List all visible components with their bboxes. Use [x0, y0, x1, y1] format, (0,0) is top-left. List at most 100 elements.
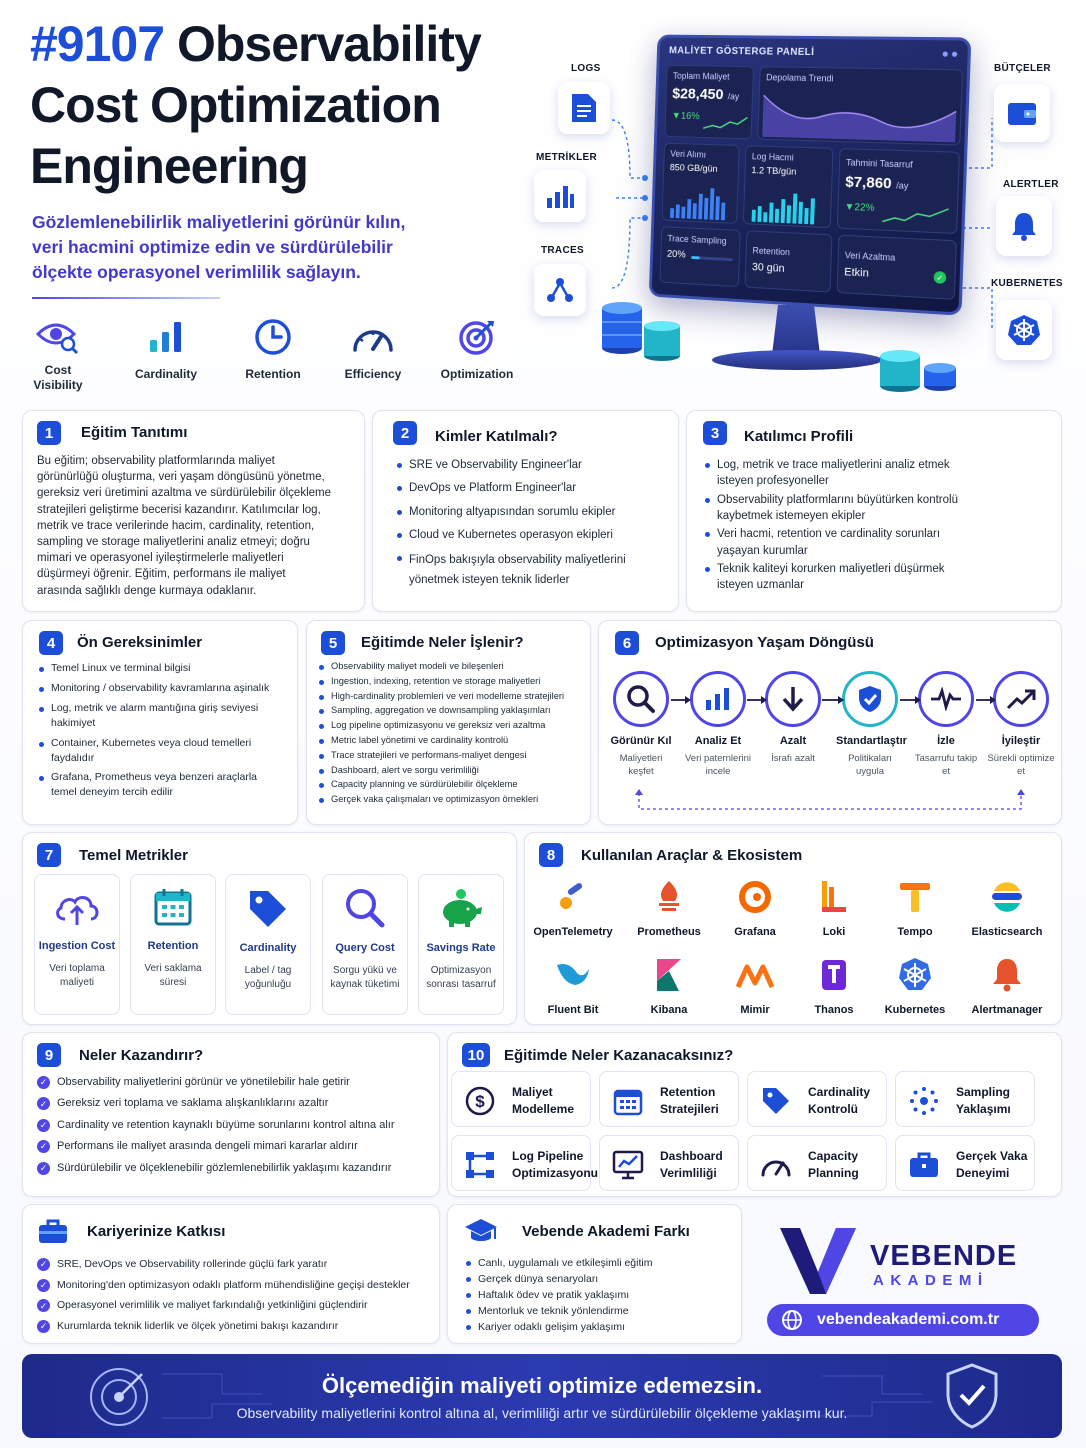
website-link[interactable]: vebendeakademi.com.tr — [767, 1304, 1039, 1336]
network-icon — [545, 275, 575, 305]
list-item: Observability platformlarını büyütürken … — [703, 492, 983, 525]
list-item: Haftalık ödev ve pratik yaklaşımı — [464, 1287, 734, 1303]
panel-label: Retention — [752, 245, 790, 257]
storage-trend-panel: Depolama Trendi — [757, 66, 963, 145]
dashboard-monitor: MALİYET GÖSTERGE PANELİ Toplam Maliyet $… — [649, 35, 972, 316]
list-item-text: SRE, DevOps ve Observability rollerinde … — [57, 1258, 327, 1270]
list-item: Capacity planning ve sürdürülebilir ölçe… — [317, 777, 589, 792]
fluentbit-icon — [553, 955, 593, 995]
website-url[interactable]: vebendeakademi.com.tr — [817, 1311, 999, 1329]
subtitle-line: ölçekte operasyonel verimlilik sağlayın. — [32, 260, 502, 285]
paragraph-line: sampling ve storage maliyetlerini analiz… — [37, 534, 359, 550]
monitor-base — [712, 350, 882, 370]
metric-title: Ingestion Cost — [35, 940, 119, 952]
check-icon: ✓ — [37, 1320, 50, 1333]
unit: /ay — [896, 180, 909, 191]
gain-tile: $MaliyetModelleme — [451, 1071, 591, 1127]
section-title: Eğitimde Neler İşlenir? — [361, 634, 524, 651]
database-icon — [598, 296, 688, 366]
traces-label: TRACES — [541, 245, 584, 256]
pipeline-icon — [464, 1149, 496, 1181]
check-icon: ✓ — [37, 1279, 50, 1292]
kubernetes-label: KUBERNETES — [991, 278, 1063, 289]
list-item-text: Performans ile maliyet arasında dengeli … — [57, 1140, 358, 1152]
database-icon — [874, 344, 964, 394]
section-title: Kimler Katılmalı? — [435, 428, 558, 445]
gain-label: Log PipelineOptimizasyonu — [512, 1148, 598, 1182]
dashboard-title: MALİYET GÖSTERGE PANELİ — [669, 45, 815, 58]
list-item: Log, metrik ve trace maliyetlerini anali… — [703, 457, 983, 490]
list-item: Teknik kaliteyi korurken maliyetleri düş… — [703, 561, 983, 594]
check-icon: ✓ — [933, 271, 946, 284]
gain-tile: RetentionStratejileri — [599, 1071, 739, 1127]
gain-line-2: Modelleme — [512, 1101, 574, 1118]
gain-line-1: Retention — [660, 1084, 719, 1101]
log-volume-panel: Log Hacmi 1.2 TB/gün — [743, 145, 834, 228]
gain-line-2: Deneyimi — [956, 1165, 1027, 1182]
data-rate-value: 850 GB/gün — [670, 162, 718, 174]
list-item: Cloud ve Kubernetes operasyon ekipleri — [395, 527, 665, 543]
mimir-icon — [735, 955, 775, 995]
trace-slider — [691, 256, 733, 261]
topic-list: Observability maliyet modeli ve bileşenl… — [317, 659, 589, 807]
gain-tile: CardinalityKontrolü — [747, 1071, 887, 1127]
tool-item: Tempo — [867, 877, 963, 938]
kubernetes-tile — [996, 300, 1052, 360]
check-icon: ✓ — [37, 1119, 50, 1132]
list-item: High-cardinality problemleri ve veri mod… — [317, 689, 589, 704]
metric-tile-query-cost: Query Cost Sorgu yükü ve kaynak tüketimi — [322, 874, 408, 1015]
brand-name: VEBENDE — [870, 1240, 1017, 1273]
globe-icon — [781, 1309, 803, 1331]
tool-item: Prometheus — [621, 877, 717, 938]
section-number: 5 — [321, 631, 345, 655]
footer-headline: Ölçemediğin maliyeti optimize edemezsin. — [22, 1373, 1062, 1399]
trace-sampling-panel: Trace Sampling 20% — [659, 226, 740, 287]
tool-item: Fluent Bit — [525, 955, 621, 1016]
tool-name: Kibana — [621, 1004, 717, 1016]
trace-value: 20% — [667, 249, 686, 261]
gain-tile: Gerçek VakaDeneyimi — [895, 1135, 1035, 1191]
change-indicator: ▼22% — [844, 202, 874, 214]
section-training-intro: 1 Eğitim Tanıtımı Bu eğitim; observabili… — [22, 410, 365, 612]
benefits-list: ✓Observability maliyetlerini görünür ve … — [37, 1075, 435, 1182]
piggy-bank-icon — [437, 887, 485, 929]
gain-tile: CapacityPlanning — [747, 1135, 887, 1191]
panel-label: Veri Azaltma — [845, 250, 896, 263]
title-line-3: Engineering — [30, 136, 550, 197]
career-list: ✓ SRE, DevOps ve Observability rollerinde… — [37, 1257, 435, 1340]
kubernetes-icon — [895, 955, 935, 995]
metric-title: Savings Rate — [419, 942, 503, 954]
feature-cardinality: Cardinality — [116, 318, 216, 382]
list-item: ✓Observability maliyetlerini görünür ve … — [37, 1075, 435, 1090]
list-item: Ingestion, indexing, retention ve storag… — [317, 674, 589, 689]
tool-name: Elasticsearch — [959, 926, 1055, 938]
prometheus-icon — [649, 877, 689, 917]
section-title: Temel Metrikler — [79, 847, 188, 864]
metrics-tile — [534, 170, 586, 222]
calendar-icon — [153, 887, 193, 927]
tag-icon — [246, 887, 290, 929]
section-benefits: 9 Neler Kazandırır? ✓Observability maliy… — [22, 1032, 440, 1197]
section-number: 10 — [462, 1043, 490, 1067]
gain-line-2: Kontrolü — [808, 1101, 870, 1118]
title-line-2: Cost Optimization — [30, 75, 550, 136]
log-volume-value: 1.2 TB/gün — [751, 165, 796, 178]
section-number: 8 — [539, 843, 563, 867]
section-number: 7 — [37, 843, 61, 867]
alerts-tile — [996, 196, 1052, 256]
calendar-icon — [612, 1085, 644, 1117]
vebende-logo-icon — [778, 1226, 858, 1296]
gain-line-1: Dashboard — [660, 1148, 723, 1165]
list-item: ✓Cardinality ve retention kaynaklı büyüm… — [37, 1118, 435, 1133]
bell-icon — [987, 955, 1027, 995]
area-chart — [762, 85, 957, 142]
metric-tile-retention: Retention Veri saklama süresi — [130, 874, 216, 1015]
paragraph-line: stratejileri geliştirme becerisi kazandı… — [37, 502, 359, 518]
intro-paragraph: Bu eğitim; observability platformlarında… — [37, 453, 359, 599]
list-item-text: Monitoring'den optimizasyon odaklı platf… — [57, 1279, 410, 1291]
feature-cost-visibility: Cost Visibility — [8, 316, 108, 393]
briefcase-icon — [908, 1149, 940, 1181]
list-item: ✓SRE, DevOps ve Observability rollerinde… — [37, 1257, 435, 1272]
metric-subtitle: Sorgu yükü ve kaynak tüketimi — [323, 964, 407, 992]
